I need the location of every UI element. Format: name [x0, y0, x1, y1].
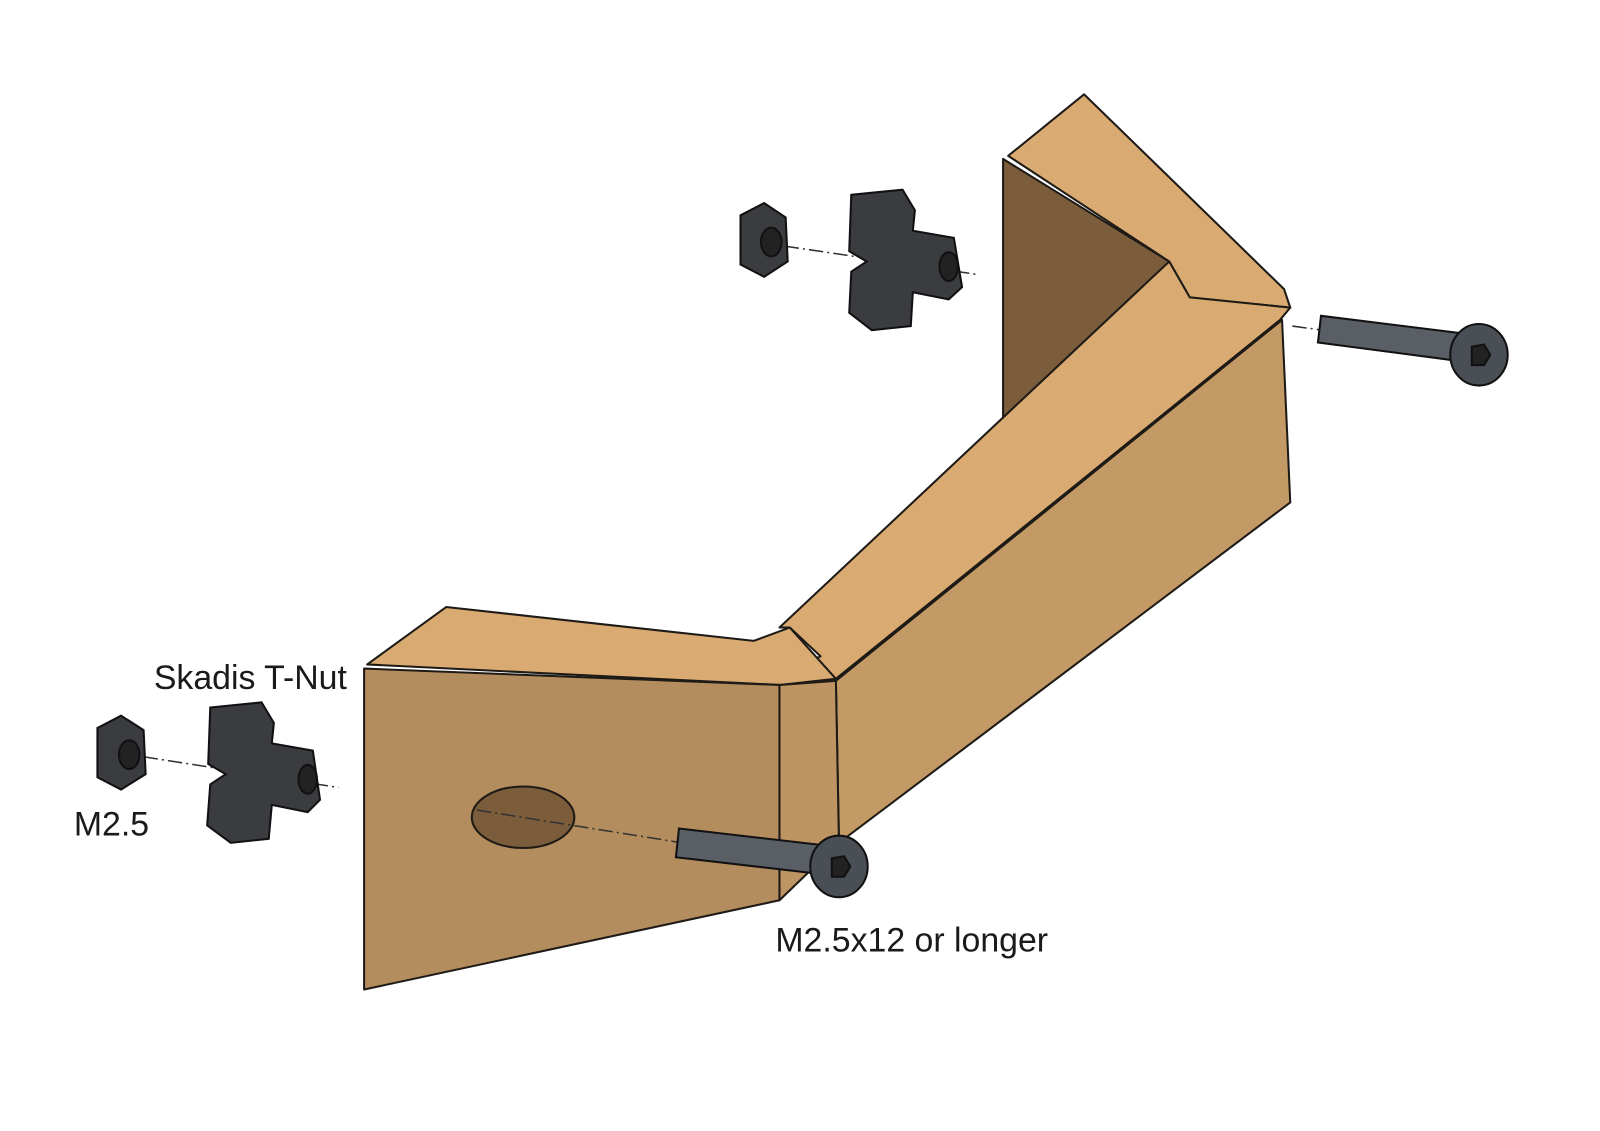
bolt-label: M2.5x12 or longer	[775, 922, 1048, 960]
mounting-hole	[470, 785, 576, 850]
hex-nut-left	[96, 714, 147, 791]
bolt-right	[1316, 314, 1509, 387]
nut-label: M2.5	[74, 806, 149, 844]
bracket	[363, 93, 1292, 991]
t-nut-top	[848, 188, 964, 332]
bolt-front	[674, 827, 869, 899]
t-nut-left	[206, 701, 322, 844]
t-nut-label: Skadis T-Nut	[154, 659, 348, 697]
hardware	[96, 188, 1509, 899]
hex-nut-top	[739, 201, 789, 279]
